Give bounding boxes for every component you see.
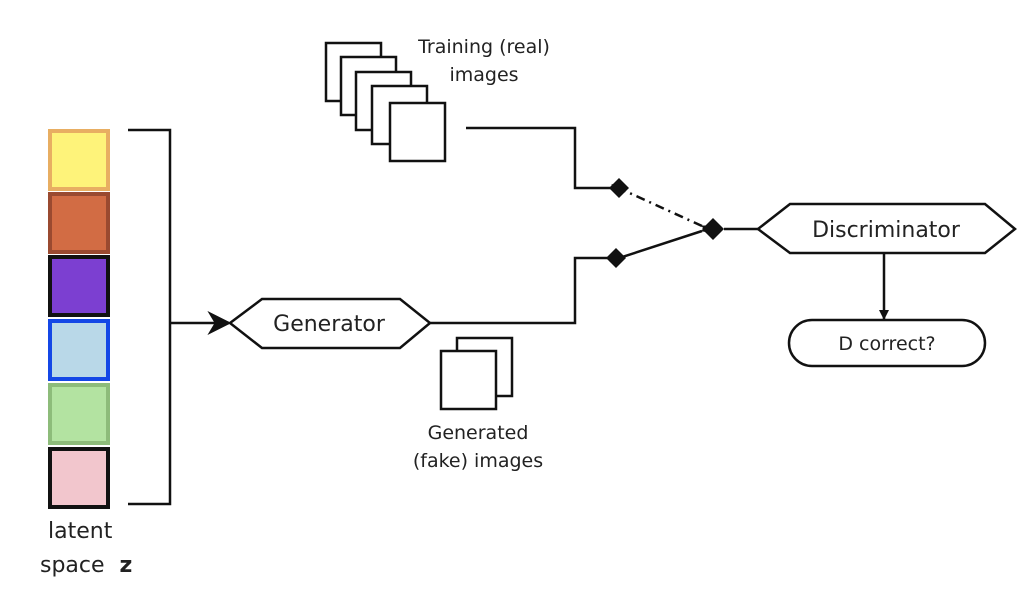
generated-images-stack (439, 336, 514, 411)
real-switch-arm (611, 183, 713, 235)
latent-label-space: space (40, 553, 105, 578)
latent-cell (48, 383, 110, 445)
fake-switch-arm (609, 223, 713, 263)
result-shape (787, 318, 987, 368)
switch-pivot (702, 218, 724, 240)
generated-caption-line2: (fake) images (413, 450, 543, 472)
training-image (388, 101, 447, 163)
training-output-line (466, 126, 613, 190)
generator-node: Generator (227, 297, 432, 350)
latent-cell (48, 319, 110, 381)
training-images-stack (324, 41, 447, 163)
generator-label: Generator (273, 312, 386, 337)
discriminator-label: Discriminator (812, 218, 961, 243)
latent-label-line2: space z (40, 553, 132, 578)
latent-cell (48, 255, 110, 317)
generated-image (439, 349, 498, 411)
training-caption-line2: images (449, 64, 518, 86)
latent-bracket (128, 128, 172, 506)
latent-cell (48, 447, 110, 509)
latent-space (48, 129, 110, 509)
latent-label-symbol: z (120, 553, 133, 578)
latent-cell (48, 192, 110, 254)
latent-label-line1: latent (48, 519, 113, 544)
training-caption-line1: Training (real) (417, 36, 550, 58)
result-label: D correct? (838, 333, 935, 355)
discriminator-shape (755, 202, 1017, 255)
latent-cell (48, 129, 110, 191)
generated-caption-line1: Generated (428, 422, 529, 444)
discriminator-node: Discriminator (755, 202, 1017, 255)
generator-output-line (430, 256, 613, 325)
result-node: D correct? (787, 318, 987, 368)
